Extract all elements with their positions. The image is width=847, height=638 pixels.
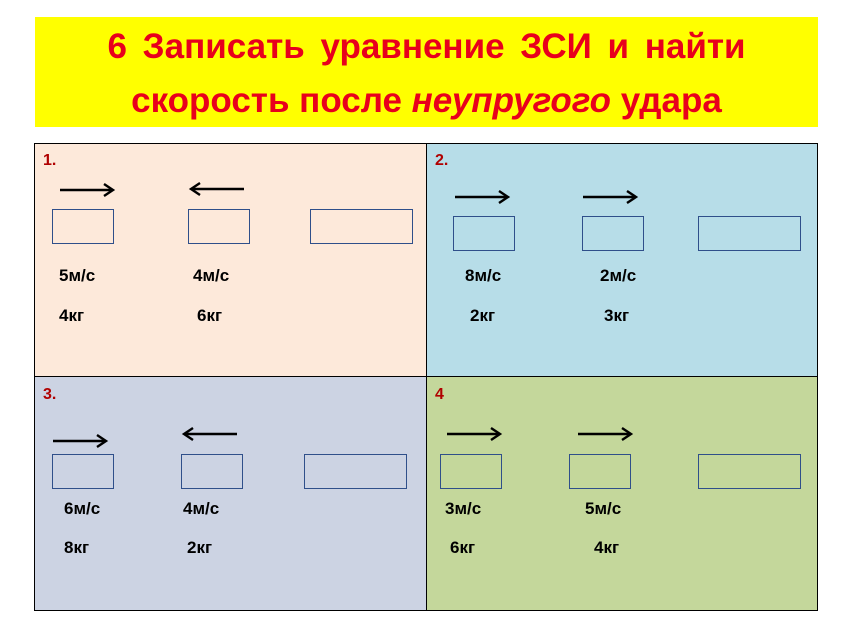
- body-1-velocity: 6м/с: [64, 499, 101, 518]
- arrow-left-icon: [181, 427, 237, 441]
- body-1-box: [440, 454, 502, 489]
- arrow-right-icon: [447, 427, 503, 441]
- body-1-box: [52, 209, 114, 244]
- body-1-mass: 8кг: [64, 538, 90, 557]
- problem-2-panel: 2. 8м/с 2м/с 2кг 3кг: [427, 144, 817, 377]
- body-1-mass: 6кг: [450, 538, 476, 557]
- body-2-velocity: 4м/с: [183, 499, 220, 518]
- body-1-mass: 2кг: [470, 306, 496, 325]
- combined-body-box: [698, 454, 801, 489]
- combined-body-box: [698, 216, 801, 251]
- problem-1-panel: 1. 5м/с 4м/с 4кг 6кг: [35, 144, 427, 377]
- title-line-1: 6 Записать уравнение ЗСИ и найти: [107, 27, 746, 66]
- body-1-mass: 4кг: [59, 306, 85, 325]
- body-2-box: [181, 454, 243, 489]
- problem-2-number: 2.: [435, 152, 449, 169]
- combined-body-box: [310, 209, 413, 244]
- body-2-mass: 3кг: [604, 306, 630, 325]
- title-line-2-end: удара: [610, 81, 722, 120]
- arrow-left-icon: [188, 182, 244, 196]
- problems-grid: 1. 5м/с 4м/с 4кг 6кг 2. 8м/с 2м/с 2кг 3к…: [34, 143, 818, 611]
- arrow-right-icon: [455, 190, 511, 204]
- body-1-velocity: 3м/с: [445, 499, 482, 518]
- body-1-velocity: 5м/с: [59, 266, 96, 285]
- body-2-velocity: 2м/с: [600, 266, 637, 285]
- combined-body-box: [304, 454, 407, 489]
- problem-3-panel: 3. 6м/с 4м/с 8кг 2кг: [35, 377, 427, 610]
- body-2-box: [188, 209, 250, 244]
- body-2-mass: 6кг: [197, 306, 223, 325]
- body-1-velocity: 8м/с: [465, 266, 502, 285]
- body-2-mass: 4кг: [594, 538, 620, 557]
- problem-4-panel: 4 3м/с 5м/с 6кг 4кг: [427, 377, 817, 610]
- body-1-box: [52, 454, 114, 489]
- title-line-2-start: скорость после: [131, 81, 412, 120]
- problem-3-number: 3.: [43, 386, 57, 403]
- body-1-box: [453, 216, 515, 251]
- title-line-2-emphasis: неупругого: [411, 81, 611, 120]
- body-2-box: [582, 216, 644, 251]
- body-2-velocity: 5м/с: [585, 499, 622, 518]
- arrow-right-icon: [60, 183, 116, 197]
- arrow-right-icon: [578, 427, 634, 441]
- problem-1-number: 1.: [43, 152, 57, 169]
- arrow-right-icon: [583, 190, 639, 204]
- title-banner: 6 Записать уравнение ЗСИ и найти скорост…: [35, 17, 818, 127]
- problem-4-number: 4: [435, 386, 444, 403]
- title-line-2: скорость после неупругого удара: [35, 79, 818, 123]
- body-2-mass: 2кг: [187, 538, 213, 557]
- body-2-velocity: 4м/с: [193, 266, 230, 285]
- arrow-right-icon: [53, 434, 109, 448]
- body-2-box: [569, 454, 631, 489]
